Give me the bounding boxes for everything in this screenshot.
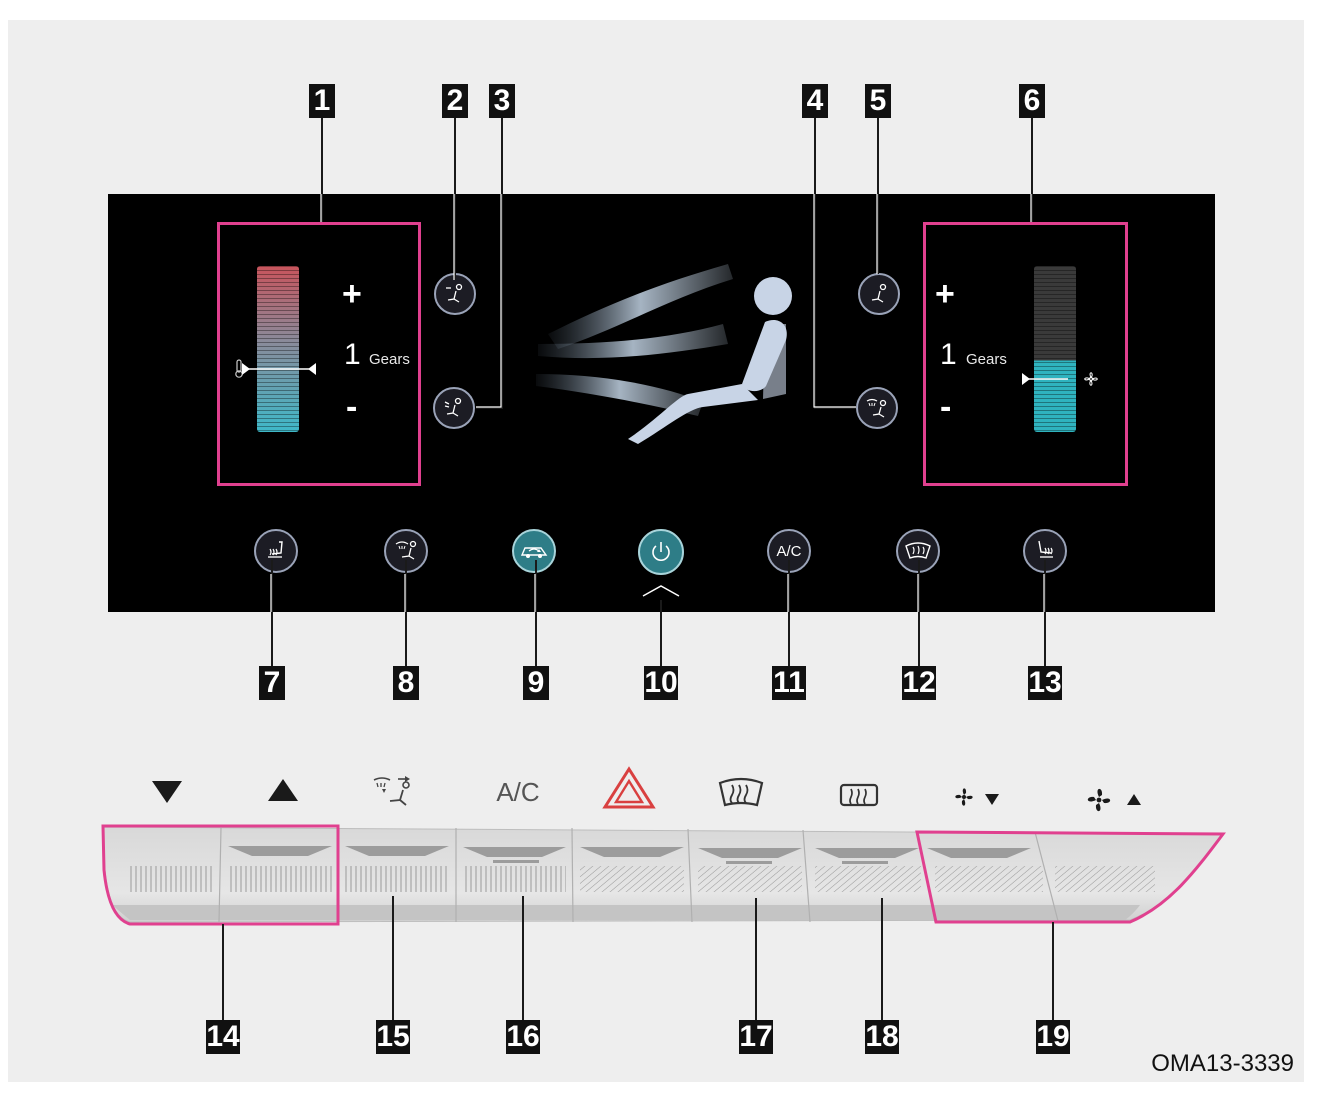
driver-body-airflow-button[interactable] xyxy=(433,387,475,429)
callout-6: 6 xyxy=(1019,84,1045,118)
airflow-illustration xyxy=(536,264,792,444)
button-grooves xyxy=(228,846,1031,864)
windshield-airflow-icon xyxy=(866,398,887,418)
callout-10: 10 xyxy=(644,666,678,700)
temperature-level-marker xyxy=(242,363,316,375)
fan-speed-increase[interactable]: + xyxy=(935,275,955,313)
temperature-decrease[interactable]: - xyxy=(346,388,358,426)
callout-17: 17 xyxy=(739,1020,773,1054)
button-texture xyxy=(130,866,1155,892)
fan-speed-decrease[interactable]: - xyxy=(940,388,952,426)
face-airflow-icon xyxy=(871,283,887,303)
windshield-defrost-icon xyxy=(905,542,931,559)
fan-speed-bar[interactable] xyxy=(1034,266,1076,432)
callout-15: 15 xyxy=(376,1020,410,1054)
fan-speed-unit: Gears xyxy=(966,351,1007,368)
seat-defrost-icon xyxy=(395,540,417,560)
fan-level-marker xyxy=(1022,373,1068,385)
ac-label: A/C xyxy=(776,542,802,560)
fan-speed-zone[interactable]: + 1 Gears - xyxy=(923,222,1128,486)
callout-19: 19 xyxy=(1036,1020,1070,1054)
temperature-level-unit: Gears xyxy=(369,351,410,368)
ac-physical-label: A/C xyxy=(496,776,540,807)
callout-7: 7 xyxy=(259,666,285,700)
heated-seat-icon xyxy=(268,541,283,558)
fan-down-icon xyxy=(955,788,999,806)
temperature-zone[interactable]: + 1 Gears - xyxy=(217,222,421,486)
windshield-airflow-icon xyxy=(373,776,410,806)
callout-9: 9 xyxy=(523,666,549,700)
temperature-buttons-highlight[interactable] xyxy=(101,824,340,926)
climate-touchscreen: + 1 Gears - + 1 Gears - xyxy=(108,194,1215,612)
callout-5: 5 xyxy=(865,84,891,118)
arrow-up-icon xyxy=(268,779,298,801)
temperature-bar[interactable] xyxy=(257,266,299,432)
callout-3: 3 xyxy=(489,84,515,118)
passenger-face-airflow-button[interactable] xyxy=(858,273,900,315)
heated-seat-button[interactable] xyxy=(254,529,298,573)
fan-buttons-highlight[interactable] xyxy=(915,830,1226,924)
callout-4: 4 xyxy=(802,84,828,118)
ventilated-seat-icon xyxy=(1038,540,1053,558)
callout-18: 18 xyxy=(865,1020,899,1054)
callout-16: 16 xyxy=(506,1020,540,1054)
recirculation-button[interactable] xyxy=(512,529,556,573)
windshield-seat-airflow-button[interactable] xyxy=(856,387,898,429)
front-defrost-icon xyxy=(718,777,764,807)
fan-icon xyxy=(1084,372,1098,386)
callout-1: 1 xyxy=(309,84,335,118)
callout-8: 8 xyxy=(393,666,419,700)
callout-13: 13 xyxy=(1028,666,1062,700)
callout-11: 11 xyxy=(772,666,806,700)
power-button[interactable] xyxy=(638,529,684,575)
temperature-increase[interactable]: + xyxy=(342,275,362,313)
recirculation-icon xyxy=(520,547,548,558)
body-airflow-icon xyxy=(444,397,462,417)
rear-defrost-icon xyxy=(839,783,879,807)
callout-2: 2 xyxy=(442,84,468,118)
power-icon xyxy=(652,542,670,561)
callout-14: 14 xyxy=(206,1020,240,1054)
fan-speed-value: 1 xyxy=(940,338,957,371)
arrow-down-icon xyxy=(152,781,182,803)
power-button-indicator xyxy=(642,585,680,597)
temperature-level-value: 1 xyxy=(344,338,361,371)
hazard-icon xyxy=(602,766,656,809)
callout-12: 12 xyxy=(902,666,936,700)
fan-up-icon xyxy=(1087,788,1141,812)
face-airflow-icon xyxy=(446,283,463,303)
figure-code: OMA13-3339 xyxy=(1151,1050,1294,1077)
